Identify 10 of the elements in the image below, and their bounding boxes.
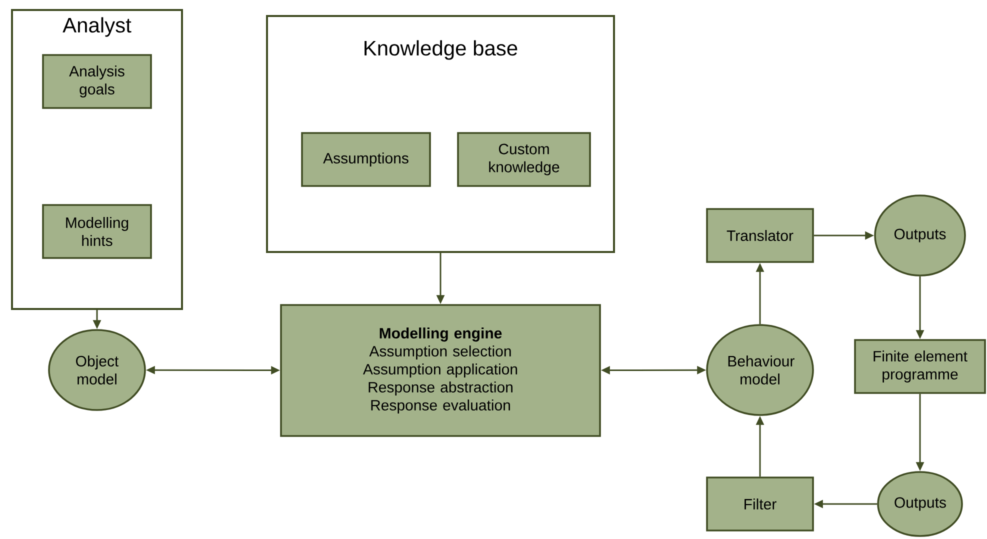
process-box: Finite element programme — [854, 339, 986, 394]
process-box: Modelling engine Assumption selection Assumption application Response abstraction Response evaluation — [280, 304, 601, 437]
process-box: Filter — [706, 476, 814, 532]
process-box: Assumptions — [301, 132, 431, 187]
process-box: Translator — [706, 208, 814, 263]
process-box: Analysis goals — [42, 54, 152, 109]
panel-title: Knowledge base — [364, 40, 518, 60]
process-box: Custom knowledge — [457, 132, 591, 187]
process-box: Modelling hints — [42, 204, 152, 259]
panel-title: Analyst — [62, 17, 132, 37]
